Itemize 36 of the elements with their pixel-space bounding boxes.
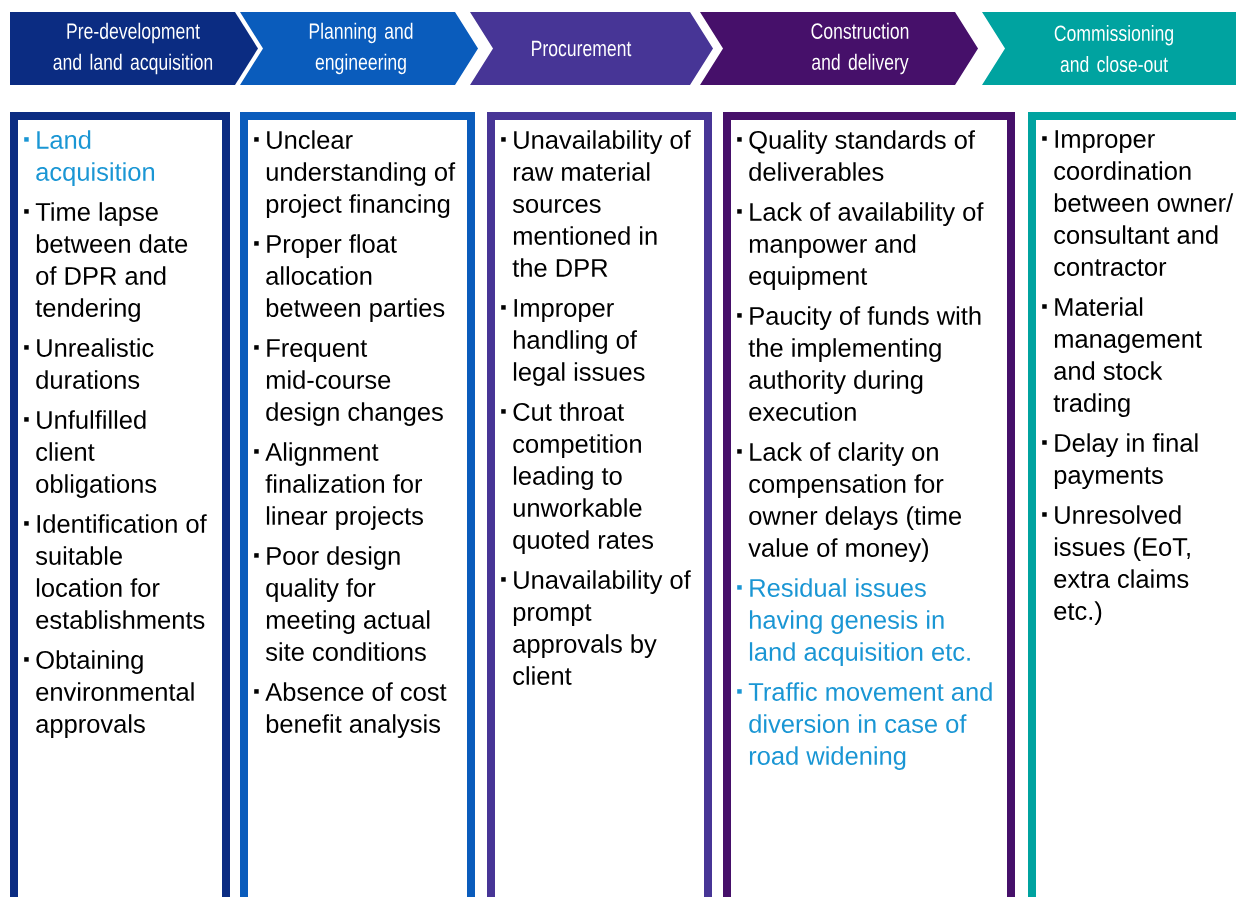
phase-header: Planning and engineering	[240, 12, 478, 85]
list-panel	[487, 112, 712, 897]
list-item: Unfulfilled client obligations	[24, 410, 157, 498]
list-item: Unavailability of prompt approvals by client	[501, 570, 691, 685]
list-item: Unclear understanding of project financing	[254, 130, 456, 218]
phase-header: Pre-development and land acquisition	[10, 12, 258, 85]
list-item: Time lapse between date of DPR and tendering	[24, 202, 188, 322]
phase-header: Commissioning and close-out	[982, 12, 1236, 85]
list-item: Cut throat competition leading to unworkable quoted rates	[501, 402, 653, 554]
list-item: Identification of suitable location for establishments	[24, 514, 207, 629]
list-item: Land acquisition	[24, 130, 154, 186]
list-item: Proper float allocation between parties	[254, 234, 445, 322]
list-panel	[723, 112, 1015, 897]
list-item: Alignment finalization for linear projects	[254, 442, 423, 530]
list-item: Lack of availability of manpower and equipment	[737, 202, 984, 290]
list-item: Traffic movement and diversion in case of road widening	[737, 682, 992, 770]
list-item: Unresolved issues (EoT, extra claims etc.)	[1042, 505, 1190, 626]
phase-header: Procurement	[470, 12, 713, 85]
phase-header: Construction and delivery	[700, 12, 978, 85]
list-item: Improper coordination between owner/ consultant and contractor	[1042, 130, 1234, 276]
list-panel	[1028, 112, 1236, 897]
list-item: Quality standards of deliverables	[737, 130, 975, 181]
list-item: Residual issues having genesis in land acquisition etc.	[737, 578, 970, 666]
list-item: Unavailability of raw material sources mentioned in the DPR	[501, 130, 691, 277]
list-item: Improper handling of legal issues	[501, 299, 645, 386]
list-item: Material management and stock trading	[1042, 297, 1202, 418]
list-panel	[10, 112, 230, 897]
list-item: Delay in final payments	[1042, 433, 1198, 490]
list-item: Paucity of funds with the implementing authority during execution	[737, 306, 981, 421]
list-item: Frequent mid-course design changes	[254, 339, 443, 426]
list-item: Unrealistic durations	[24, 338, 154, 389]
list-item: Lack of clarity on compensation for owner delays (time value of money)	[737, 442, 962, 562]
list-panel	[240, 112, 475, 897]
list-item: Absence of cost benefit analysis	[254, 682, 447, 738]
list-item: Obtaining environmental approvals	[24, 650, 194, 738]
list-item: Poor design quality for meeting actual site conditions	[254, 546, 430, 661]
